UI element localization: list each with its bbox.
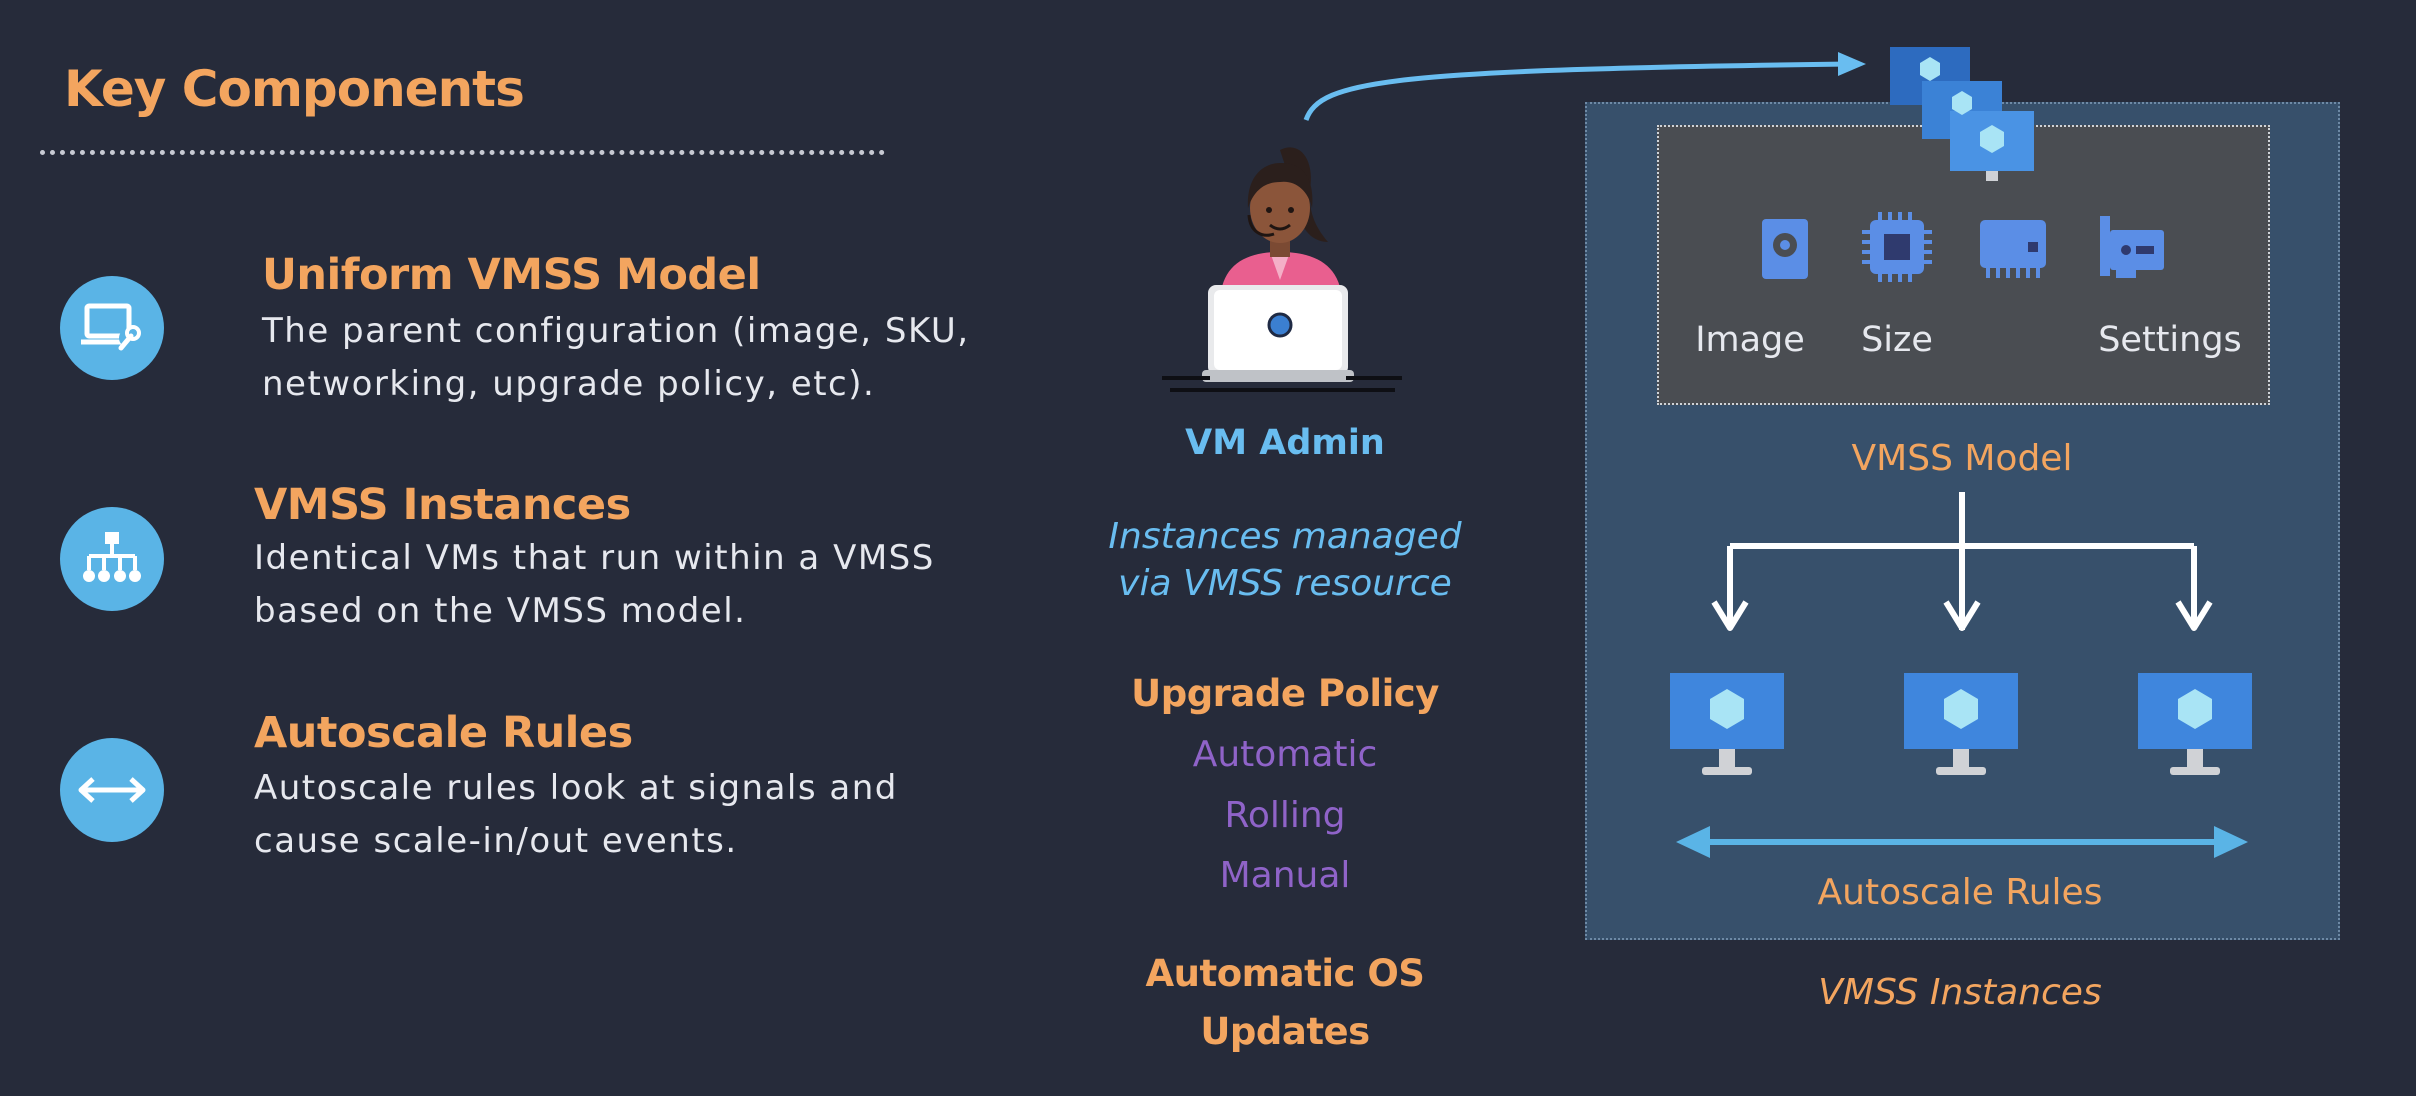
feature-desc-line: Identical VMs that run within a VMSS bbox=[254, 538, 935, 578]
managed-line: Instances managed bbox=[1108, 516, 1462, 557]
autoscale-arrow bbox=[1676, 826, 2248, 858]
aos-line: Updates bbox=[1200, 1010, 1370, 1053]
vm-admin-avatar bbox=[1162, 147, 1402, 392]
upgrade-option: Rolling bbox=[1224, 795, 1346, 836]
feature-title: Uniform VMSS Model bbox=[262, 250, 761, 300]
automatic-os-updates: Automatic OS Updates bbox=[1080, 945, 1490, 1061]
vm-stack-icon bbox=[1890, 47, 2034, 181]
vmss-instances-label: VMSS Instances bbox=[1818, 972, 2102, 1013]
feature-desc: Autoscale rules look at signals and caus… bbox=[254, 762, 898, 868]
dotted-divider bbox=[40, 150, 885, 155]
vm-instance-icon bbox=[1670, 673, 1784, 775]
vm-admin-label: VM Admin bbox=[1185, 423, 1385, 463]
feature-desc: The parent configuration (image, SKU, ne… bbox=[262, 305, 970, 411]
hierarchy-icon bbox=[60, 507, 164, 611]
vmss-model-label: VMSS Model bbox=[1851, 438, 2073, 479]
feature-desc-line: networking, upgrade policy, etc). bbox=[262, 364, 876, 404]
laptop-wrench-icon bbox=[60, 276, 164, 380]
aos-line: Automatic OS bbox=[1145, 952, 1425, 995]
upgrade-option: Manual bbox=[1219, 855, 1351, 896]
double-arrow-icon bbox=[60, 738, 164, 842]
upgrade-option: Automatic bbox=[1192, 734, 1378, 775]
vm-instance-icon bbox=[2138, 673, 2252, 775]
branch-arrows bbox=[1711, 492, 2213, 631]
feature-desc-line: cause scale-in/out events. bbox=[254, 821, 738, 861]
page-title: Key Components bbox=[64, 60, 525, 118]
memory-icon bbox=[1980, 220, 2046, 278]
vmss-model-box bbox=[1657, 125, 2270, 405]
model-item-label: Size bbox=[1861, 320, 1933, 360]
cpu-icon bbox=[1862, 212, 1932, 282]
model-item-label: Image bbox=[1695, 320, 1805, 360]
managed-line: via VMSS resource bbox=[1118, 563, 1452, 604]
autoscale-rules-label: Autoscale Rules bbox=[1817, 872, 2103, 913]
network-card-icon bbox=[2100, 216, 2164, 278]
managed-text: Instances managed via VMSS resource bbox=[1080, 513, 1490, 607]
curved-arrow bbox=[1303, 52, 1866, 121]
disk-icon bbox=[1762, 219, 1808, 279]
model-item-label: Settings bbox=[2098, 320, 2242, 360]
feature-title: Autoscale Rules bbox=[254, 708, 633, 758]
feature-title: VMSS Instances bbox=[254, 480, 631, 530]
vm-instance-icon bbox=[1904, 673, 2018, 775]
feature-desc: Identical VMs that run within a VMSS bas… bbox=[254, 532, 935, 638]
feature-desc-line: Autoscale rules look at signals and bbox=[254, 768, 898, 808]
feature-desc-line: The parent configuration (image, SKU, bbox=[262, 311, 970, 351]
upgrade-policy-title: Upgrade Policy bbox=[1131, 672, 1439, 715]
feature-desc-line: based on the VMSS model. bbox=[254, 591, 747, 631]
